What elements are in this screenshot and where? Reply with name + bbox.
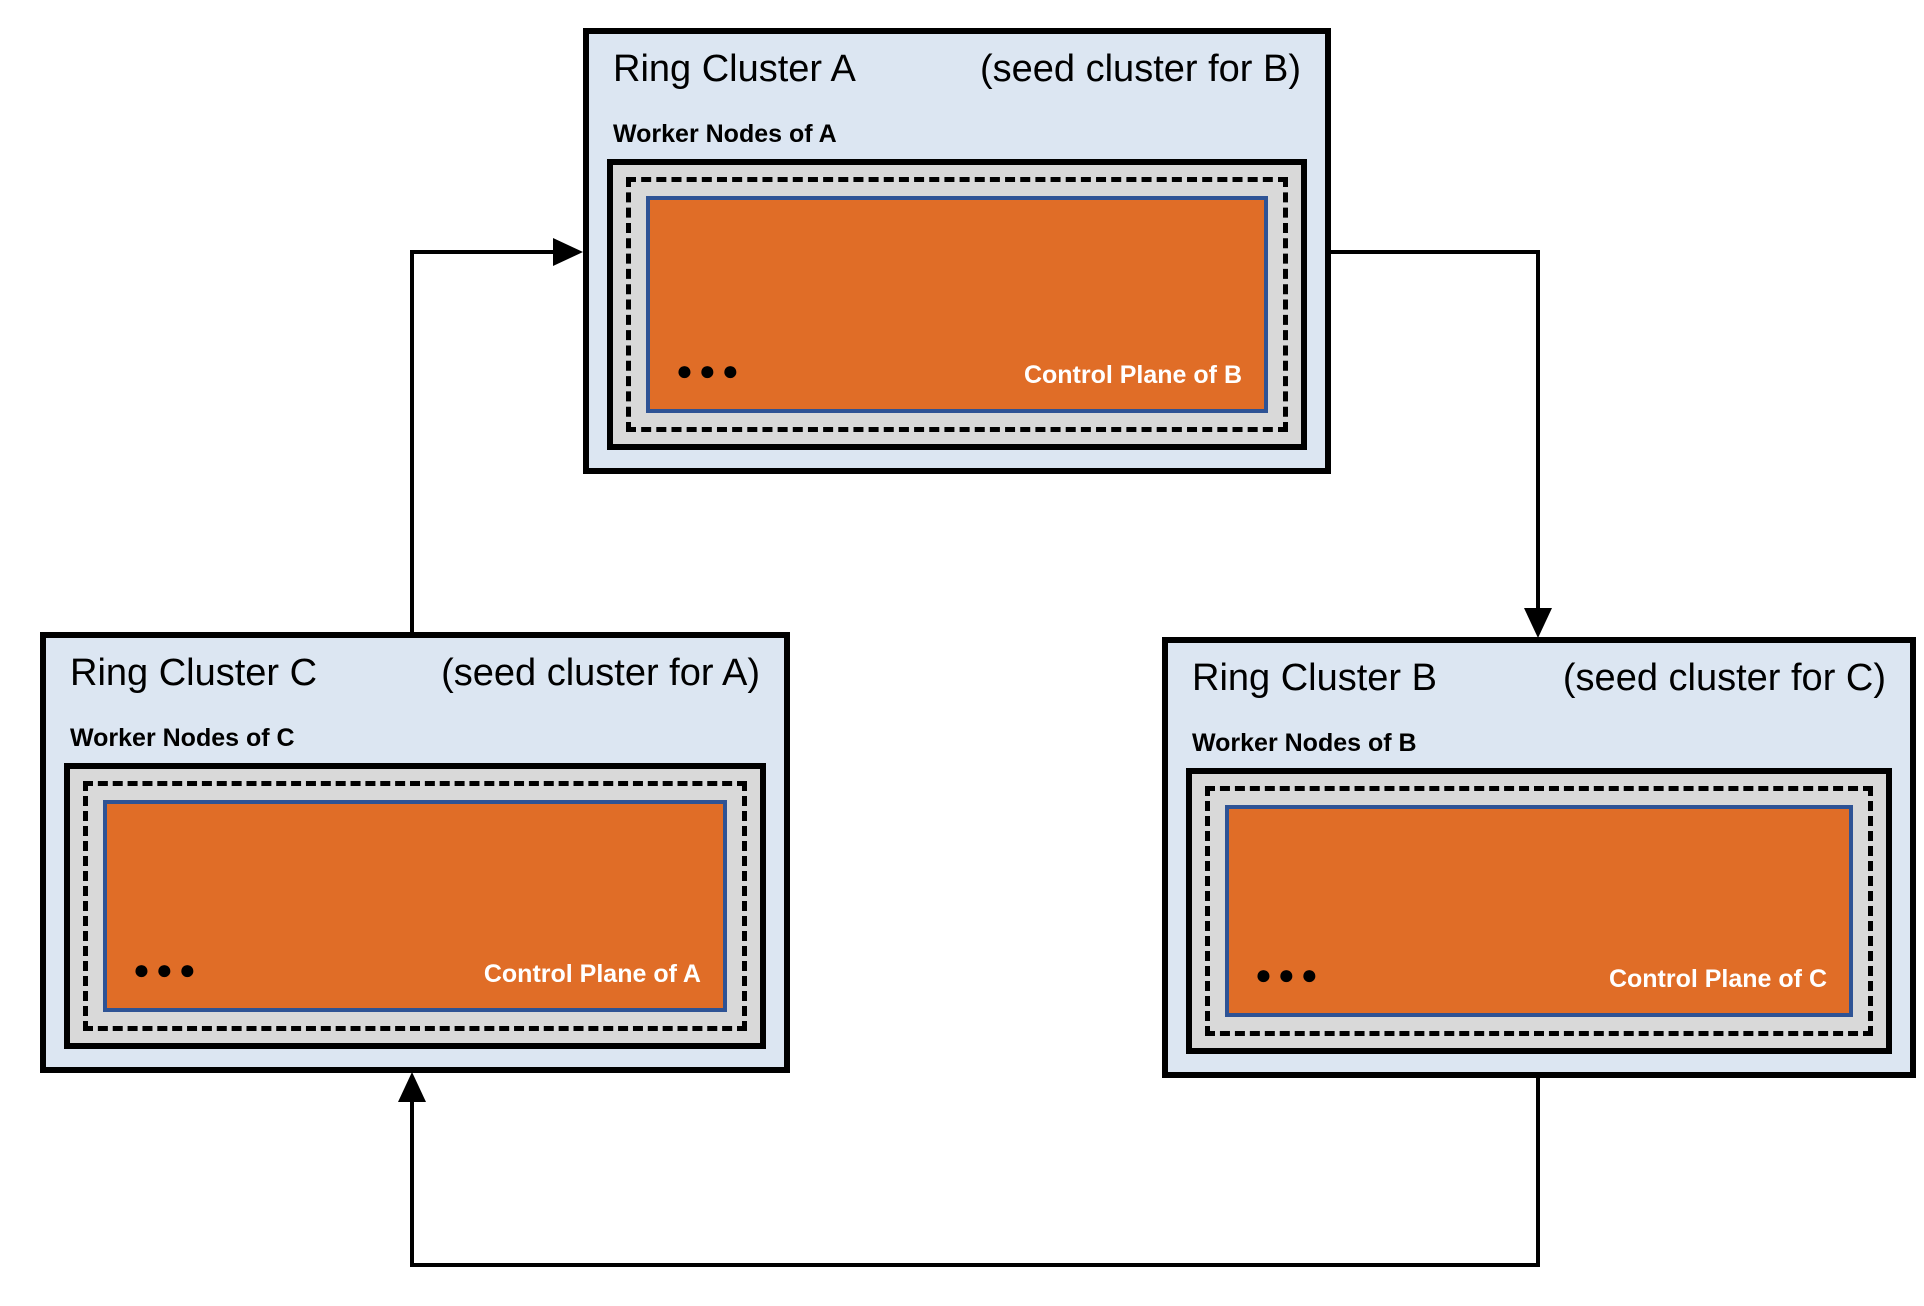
arrowhead-down-icon: [1524, 608, 1552, 638]
cluster-a-seed-note: (seed cluster for B): [980, 48, 1301, 90]
line-segment-vertical: [1536, 250, 1540, 610]
cluster-a-title-row: Ring Cluster A (seed cluster for B): [607, 44, 1307, 94]
arrowhead-right-icon: [553, 238, 583, 266]
cluster-c-title: Ring Cluster C: [70, 652, 318, 694]
cluster-c-worker-nodes-label: Worker Nodes of C: [70, 723, 295, 752]
cluster-c-worker-nodes-box: ●●● Control Plane of A: [64, 762, 766, 1049]
cluster-a-worker-nodes-label: Worker Nodes of A: [613, 119, 837, 148]
cluster-b-worker-nodes-box: ●●● Control Plane of C: [1186, 767, 1892, 1054]
cluster-box-c: Ring Cluster C (seed cluster for A) Work…: [40, 632, 790, 1073]
cluster-b-seed-note: (seed cluster for C): [1562, 657, 1886, 699]
line-segment-vertical: [410, 250, 414, 634]
cluster-a-dashed-boundary: ●●● Control Plane of B: [626, 176, 1288, 432]
line-segment-horizontal: [410, 1263, 1540, 1267]
cluster-b-title-row: Ring Cluster B (seed cluster for C): [1186, 653, 1892, 703]
ellipsis-dots-icon: ●●●: [133, 954, 202, 985]
ellipsis-dots-icon: ●●●: [676, 355, 745, 386]
cluster-c-title-row: Ring Cluster C (seed cluster for A): [64, 648, 766, 698]
cluster-c-seed-note: (seed cluster for A): [441, 652, 760, 694]
cluster-a-control-plane-box: ●●● Control Plane of B: [646, 195, 1268, 413]
ellipsis-dots-icon: ●●●: [1255, 959, 1324, 990]
line-segment-horizontal: [410, 250, 555, 254]
line-segment-vertical: [1536, 1078, 1540, 1267]
line-segment-horizontal: [1331, 250, 1540, 254]
cluster-b-control-plane-label: Control Plane of C: [1608, 964, 1827, 993]
cluster-a-title: Ring Cluster A: [613, 48, 856, 90]
cluster-c-control-plane-label: Control Plane of A: [483, 959, 701, 988]
cluster-b-title: Ring Cluster B: [1192, 657, 1437, 699]
cluster-b-dashed-boundary: ●●● Control Plane of C: [1205, 785, 1873, 1036]
cluster-c-dashed-boundary: ●●● Control Plane of A: [83, 780, 747, 1031]
cluster-b-worker-nodes-label: Worker Nodes of B: [1192, 728, 1417, 757]
cluster-box-a: Ring Cluster A (seed cluster for B) Work…: [583, 28, 1331, 474]
cluster-a-worker-nodes-box: ●●● Control Plane of B: [607, 158, 1307, 450]
line-segment-vertical: [410, 1100, 414, 1265]
cluster-a-control-plane-label: Control Plane of B: [1023, 360, 1242, 389]
arrowhead-up-icon: [398, 1072, 426, 1102]
cluster-b-control-plane-box: ●●● Control Plane of C: [1225, 804, 1853, 1017]
cluster-c-control-plane-box: ●●● Control Plane of A: [103, 799, 727, 1012]
cluster-box-b: Ring Cluster B (seed cluster for C) Work…: [1162, 637, 1916, 1078]
